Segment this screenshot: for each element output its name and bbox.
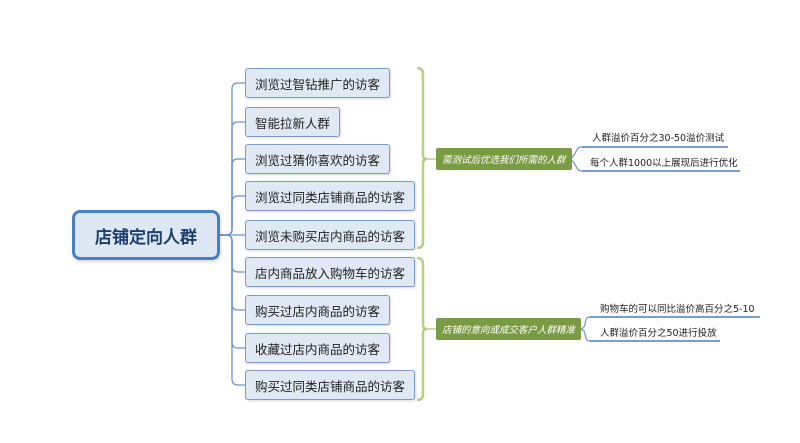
topic-similar-shop-buyers[interactable]: 购买过同类店铺商品的访客 [245, 370, 416, 400]
summary-test-select-crowd[interactable]: 需测试后优选我们所需的人群 [436, 148, 572, 170]
leaf-premium-50[interactable]: 人群溢价百分之50进行投放 [600, 328, 717, 339]
topic-guess-you-like-visitors[interactable]: 浏览过猜你喜欢的访客 [245, 144, 391, 174]
connector-line [220, 234, 245, 386]
topic-purchased-visitors[interactable]: 购买过店内商品的访客 [245, 295, 391, 325]
leaf-cart-premium-5-10[interactable]: 购物车的可以同比溢价高百分之5-10 [600, 304, 755, 315]
leaf-premium-30-50[interactable]: 人群溢价百分之30-50溢价测试 [592, 133, 725, 144]
root-topic[interactable]: 店铺定向人群 [72, 210, 220, 260]
leaf-1000-impressions[interactable]: 每个人群1000以上展现后进行优化 [590, 158, 738, 169]
leaf-g2-branch-1 [578, 328, 591, 342]
topic-smart-new-crowd[interactable]: 智能拉新人群 [245, 107, 341, 137]
topic-smart-drill-visitors[interactable]: 浏览过智钻推广的访客 [245, 68, 391, 98]
topic-favorited-visitors[interactable]: 收藏过店内商品的访客 [245, 333, 391, 363]
topic-browse-not-buy-visitors[interactable]: 浏览未购买店内商品的访客 [245, 220, 416, 250]
bracket-group2 [416, 256, 428, 402]
bracket-group1 [416, 66, 428, 250]
summary-intent-buyer-crowd[interactable]: 店铺的意向或成交客户人群精准 [436, 318, 582, 340]
connector-line [220, 195, 245, 236]
topic-similar-shop-visitors[interactable]: 浏览过同类店铺商品的访客 [245, 181, 416, 211]
topic-add-to-cart-visitors[interactable]: 店内商品放入购物车的访客 [245, 257, 416, 287]
